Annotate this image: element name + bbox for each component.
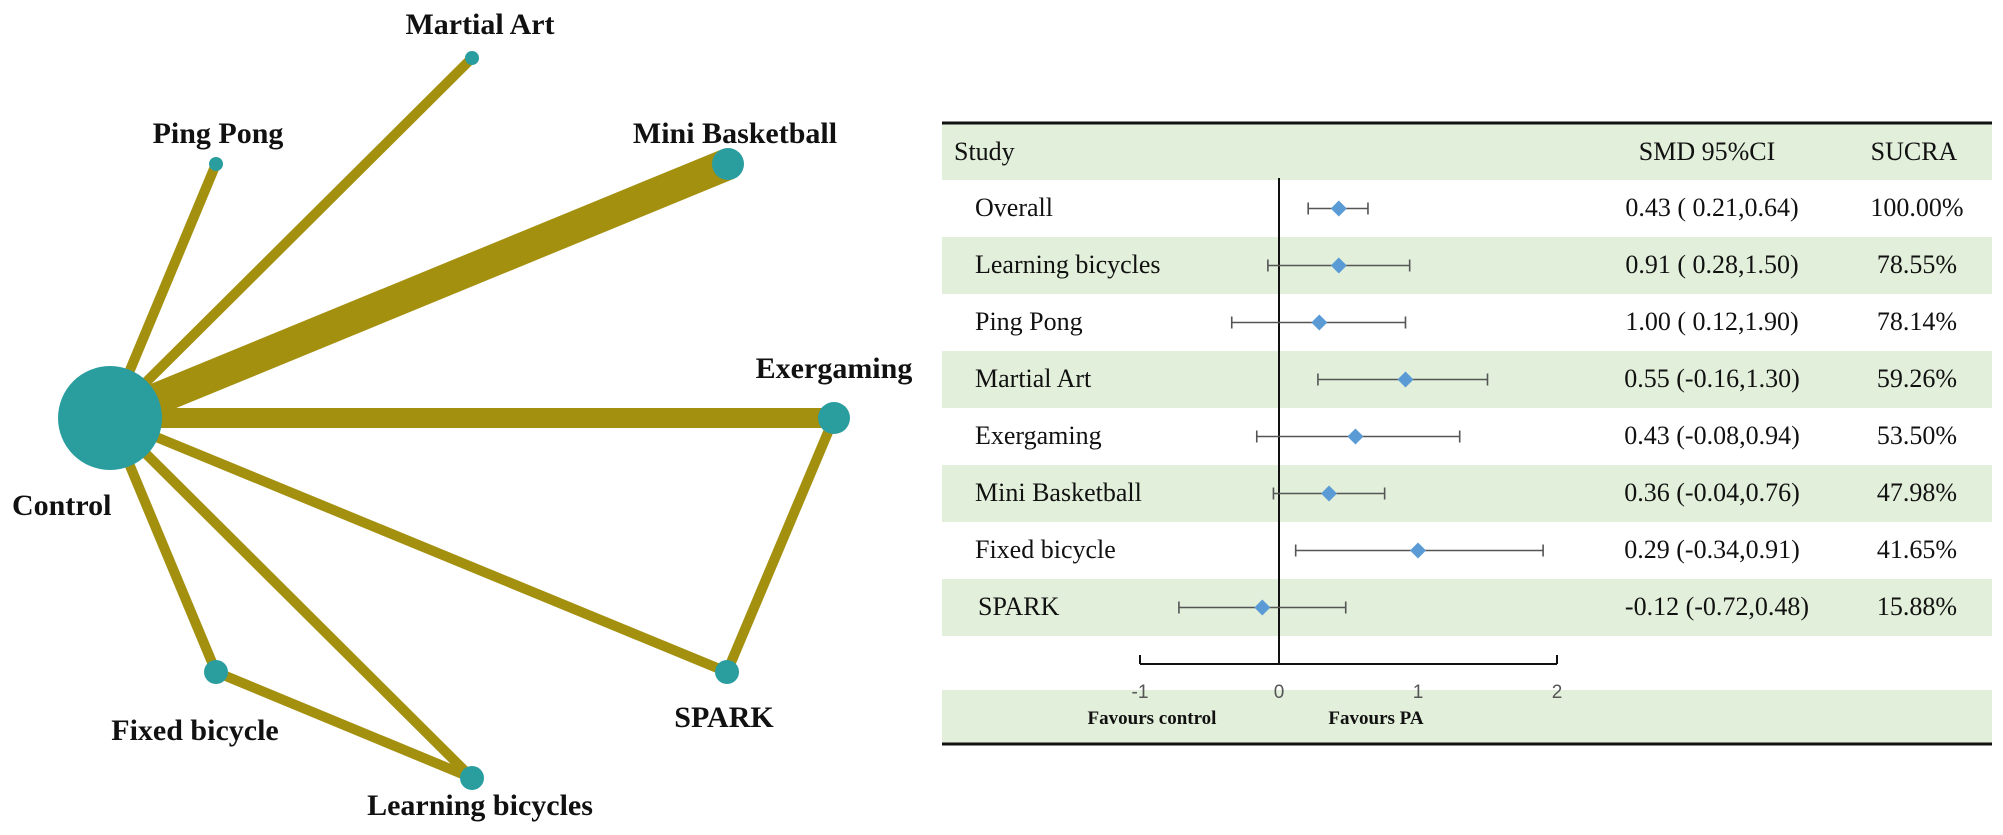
node-learning-bicycles (460, 766, 484, 790)
study-label: Learning bicycles (975, 250, 1161, 279)
node-label-martial-art: Martial Art (405, 8, 554, 41)
forest-marks (1178, 200, 1544, 616)
point-estimate-diamond (1311, 314, 1328, 331)
edge-control-martial (106, 54, 476, 422)
smd-value: 0.43 (-0.08,0.94) (1624, 421, 1799, 450)
header-study: Study (954, 137, 1015, 166)
edge-fixed-learning (214, 667, 474, 783)
study-label: Ping Pong (975, 307, 1083, 336)
smd-value: 0.91 ( 0.28,1.50) (1625, 250, 1798, 279)
sucra-value: 100.00% (1870, 193, 1963, 222)
node-label-spark: SPARK (674, 701, 774, 734)
band-row-8 (942, 579, 1992, 636)
network-node-labels: Control Martial Art Ping Pong Mini Baske… (12, 8, 912, 822)
node-label-exergaming: Exergaming (756, 352, 913, 385)
band-row-6 (942, 465, 1992, 522)
study-label: Mini Basketball (975, 478, 1142, 507)
node-mini-basketball (712, 148, 744, 180)
node-exergaming (818, 402, 850, 434)
sucra-value: 15.88% (1877, 592, 1957, 621)
smd-value: 0.29 (-0.34,0.91) (1624, 535, 1799, 564)
study-label: Martial Art (975, 364, 1092, 393)
network-edges (103, 54, 839, 783)
node-martial-art (465, 51, 479, 65)
sucra-value: 78.55% (1877, 250, 1957, 279)
edge-control-minibasket (103, 149, 735, 433)
point-estimate-diamond (1410, 542, 1426, 559)
forest-axis: -1 0 1 2 Favours control Favours PA (1088, 655, 1563, 729)
smd-value: 0.55 (-0.16,1.30) (1624, 364, 1799, 393)
study-labels: Overall Learning bicycles Ping Pong Mart… (975, 193, 1161, 621)
axis-tick-label: 0 (1274, 682, 1285, 703)
forest-plot: Study SMD 95%CI SUCRA Overall Learning b… (942, 121, 1992, 746)
row-bands (942, 123, 1992, 743)
network-nodes (58, 51, 850, 790)
smd-value: 1.00 ( 0.12,1.90) (1625, 307, 1798, 336)
sucra-value: 59.26% (1877, 364, 1957, 393)
table-header: Study SMD 95%CI SUCRA (954, 137, 1958, 166)
sucra-values: 100.00% 78.55% 78.14% 59.26% 53.50% 47.9… (1870, 193, 1963, 621)
band-row-2 (942, 237, 1992, 294)
network-plot: Control Martial Art Ping Pong Mini Baske… (12, 8, 912, 822)
smd-value: 0.36 (-0.04,0.76) (1624, 478, 1799, 507)
point-estimate-diamond (1254, 599, 1271, 616)
header-sucra: SUCRA (1871, 137, 1958, 166)
axis-tick-label: 2 (1552, 682, 1563, 703)
point-estimate-diamond (1347, 428, 1364, 445)
node-label-ping-pong: Ping Pong (153, 117, 284, 150)
axis-tick-label: 1 (1413, 682, 1424, 703)
node-spark (715, 660, 739, 684)
node-label-learning-bicycles: Learning bicycles (367, 789, 593, 822)
favours-pa-label: Favours PA (1328, 708, 1423, 729)
header-smd: SMD 95%CI (1639, 137, 1776, 166)
sucra-value: 47.98% (1877, 478, 1957, 507)
sucra-value: 41.65% (1877, 535, 1957, 564)
sucra-value: 78.14% (1877, 307, 1957, 336)
sucra-value: 53.50% (1877, 421, 1957, 450)
node-ping-pong (209, 157, 223, 171)
node-label-fixed-bicycle: Fixed bicycle (111, 714, 278, 747)
point-estimate-diamond (1330, 200, 1347, 217)
node-label-control: Control (12, 489, 111, 522)
study-label: SPARK (978, 592, 1060, 621)
smd-values: 0.43 ( 0.21,0.64) 0.91 ( 0.28,1.50) 1.00… (1624, 193, 1809, 621)
smd-value: 0.43 ( 0.21,0.64) (1625, 193, 1798, 222)
point-estimate-diamond (1330, 257, 1347, 274)
study-label: Fixed bicycle (975, 535, 1116, 564)
smd-value: -0.12 (-0.72,0.48) (1625, 592, 1809, 621)
point-estimate-diamond (1397, 371, 1414, 388)
axis-tick-label: -1 (1132, 682, 1149, 703)
edge-control-spark (108, 413, 729, 677)
edge-control-learning (106, 414, 476, 782)
band-header (942, 123, 1992, 180)
edge-exergaming-spark (722, 416, 839, 674)
node-control (58, 366, 162, 470)
point-estimate-diamond (1321, 485, 1338, 502)
favours-control-label: Favours control (1088, 708, 1217, 729)
band-footer (942, 690, 1992, 743)
node-fixed-bicycle (204, 660, 228, 684)
node-label-mini-basketball: Mini Basketball (633, 117, 837, 150)
study-label: Overall (975, 193, 1053, 222)
study-label: Exergaming (975, 421, 1102, 450)
